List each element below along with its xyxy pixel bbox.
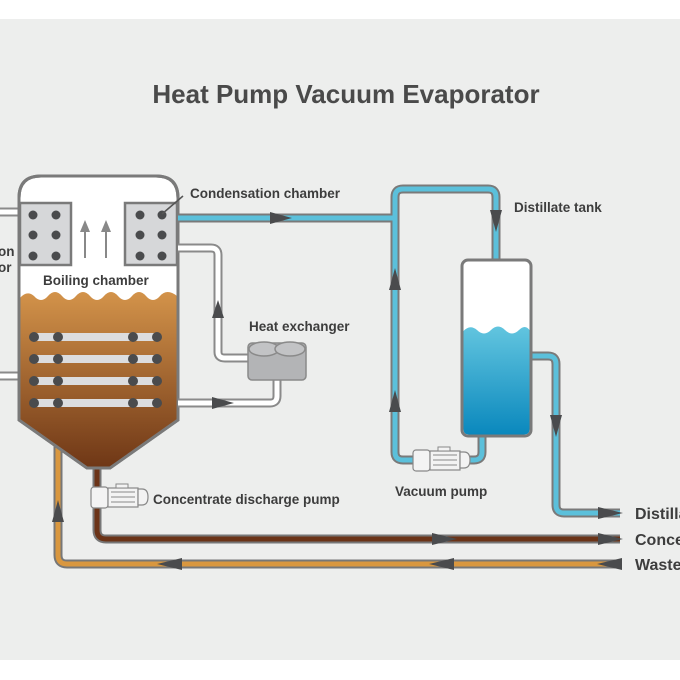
arrow-right-icon <box>212 397 234 409</box>
output-distillate-label: Distillate <box>635 506 680 523</box>
arrow-right-icon <box>432 533 457 545</box>
heating-tube <box>33 333 159 341</box>
tube-joint <box>53 376 63 386</box>
tube-joint <box>53 332 63 342</box>
boiling-chamber-label: Boiling chamber <box>43 273 150 288</box>
arrow-left-icon <box>597 558 622 570</box>
tube-joint <box>128 332 138 342</box>
concentrate-pump-icon <box>90 483 149 509</box>
heat-pump-circuit <box>178 243 282 409</box>
arrow-down-icon <box>550 415 562 437</box>
distillate-tank <box>460 258 533 438</box>
arrow-down-icon <box>490 210 502 232</box>
vacuum-pump-icon <box>412 446 471 472</box>
tube-joint <box>152 376 162 386</box>
heating-tube <box>33 399 159 407</box>
flow-arrows <box>52 210 623 570</box>
tube-joint <box>152 332 162 342</box>
wastewater-pipe <box>53 418 620 569</box>
condenser-left <box>18 201 73 267</box>
tube-joint <box>128 398 138 408</box>
heating-tubes <box>29 332 162 408</box>
tube-joint <box>29 398 39 408</box>
tube-joint <box>152 398 162 408</box>
left-partial-label-2: or <box>0 260 12 275</box>
tube-joint <box>29 354 39 364</box>
left-inlet-pipes <box>0 207 20 381</box>
tube-joint <box>53 398 63 408</box>
tube-joint <box>128 376 138 386</box>
diagram-title: Heat Pump Vacuum Evaporator <box>152 79 539 109</box>
concentrate-pipe <box>92 468 620 544</box>
arrow-up-icon <box>389 268 401 290</box>
tube-joint <box>29 332 39 342</box>
condensation-chamber-label: Condensation chamber <box>190 186 341 201</box>
distillate-water <box>463 326 530 435</box>
arrow-up-icon <box>212 300 224 318</box>
vapor-arrow-icons <box>80 220 111 258</box>
output-wastewater-label: Wastewater <box>635 557 680 574</box>
arrow-left-icon <box>429 558 454 570</box>
arrow-right-icon <box>270 212 292 224</box>
arrow-left-icon <box>157 558 182 570</box>
heat-exchanger <box>247 341 307 381</box>
arrow-up-icon <box>52 500 64 522</box>
tube-joint <box>152 354 162 364</box>
heat-exchanger-label: Heat exchanger <box>249 319 350 334</box>
distillate-circuit <box>178 184 620 518</box>
left-partial-label-1: on <box>0 244 15 259</box>
heating-tube <box>33 377 159 385</box>
distillate-tank-label: Distillate tank <box>514 200 602 215</box>
condensation-leader-line <box>161 195 184 215</box>
concentrate-pump-label: Concentrate discharge pump <box>153 492 340 507</box>
output-concentrate-label: Concentrate <box>635 532 680 549</box>
heating-tube <box>33 355 159 363</box>
vacuum-pump-label: Vacuum pump <box>395 484 487 499</box>
condenser-right <box>123 201 179 267</box>
tube-joint <box>53 354 63 364</box>
arrow-right-icon <box>598 533 623 545</box>
tube-joint <box>29 376 39 386</box>
arrow-up-icon <box>389 390 401 412</box>
tube-joint <box>128 354 138 364</box>
arrow-right-icon <box>598 507 623 519</box>
